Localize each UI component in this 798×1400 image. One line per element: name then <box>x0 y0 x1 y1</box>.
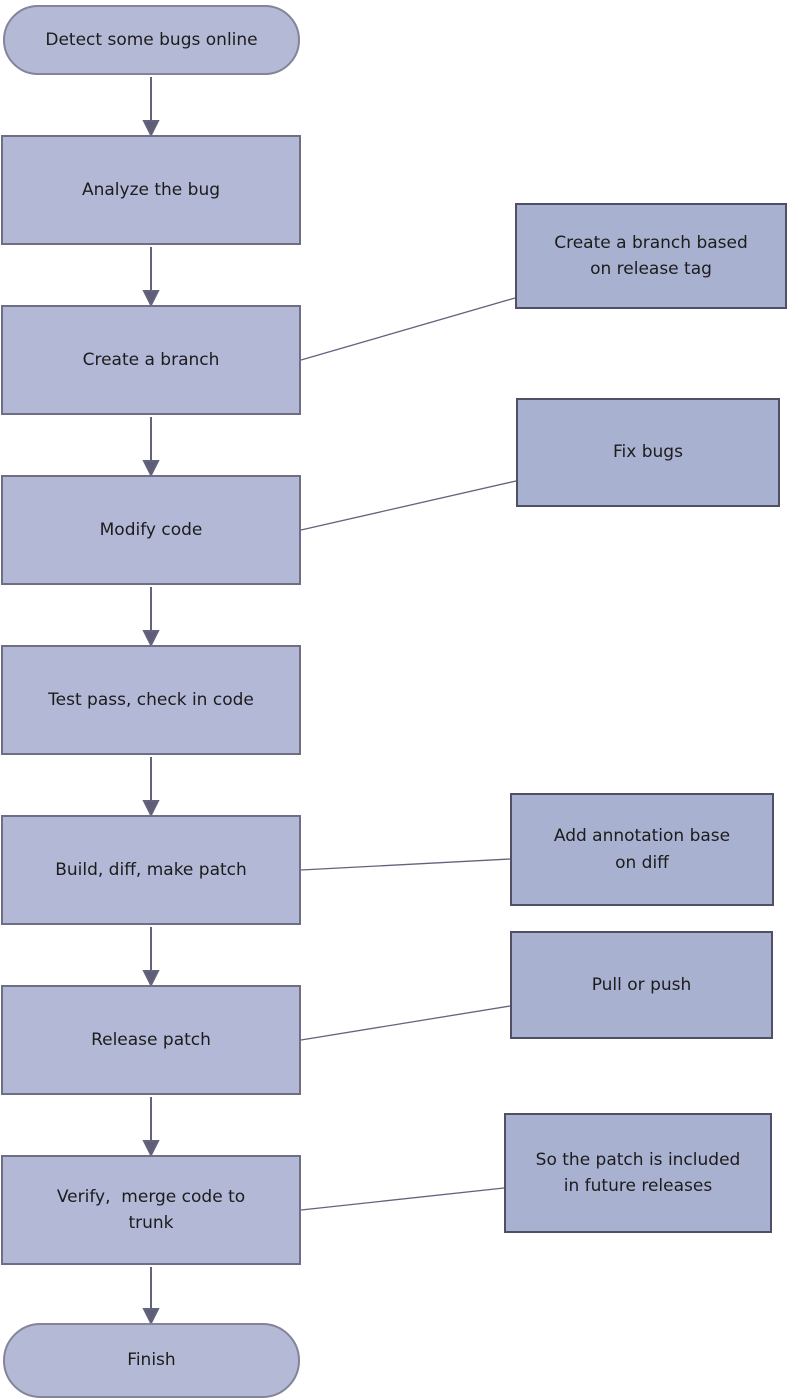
node-label: Detect some bugs online <box>45 29 258 50</box>
flow-arrow <box>142 757 160 818</box>
flow-arrow <box>142 927 160 988</box>
annotation-connector <box>300 297 516 361</box>
node-label: Release patch <box>91 1029 211 1050</box>
node-label: Analyze the bug <box>81 179 221 200</box>
node-start-terminator: Detect some bugs online <box>3 5 300 75</box>
annotation-pull-or-push: Pull or push <box>510 931 773 1039</box>
annotation-label: Pull or push <box>591 974 692 995</box>
flow-arrow <box>142 247 160 308</box>
node-verify-merge-code-to-trunk: Verify, merge code to trunk <box>1 1155 301 1265</box>
annotation-connector <box>300 480 517 531</box>
annotation-label: Create a branch based on release tag <box>554 232 748 279</box>
annotation-connector <box>300 858 511 871</box>
node-label: Modify code <box>99 519 203 540</box>
node-finish-terminator: Finish <box>3 1323 300 1398</box>
node-create-a-branch: Create a branch <box>1 305 301 415</box>
annotation-add-annotation-base-on-diff: Add annotation base on diff <box>510 793 774 906</box>
node-label: Build, diff, make patch <box>55 859 247 880</box>
annotation-create-branch-based-on-release-tag: Create a branch based on release tag <box>515 203 787 309</box>
flow-arrow <box>142 77 160 138</box>
node-label: Create a branch <box>82 349 220 370</box>
node-release-patch: Release patch <box>1 985 301 1095</box>
node-test-pass-check-in-code: Test pass, check in code <box>1 645 301 755</box>
annotation-fix-bugs: Fix bugs <box>516 398 780 507</box>
node-build-diff-make-patch: Build, diff, make patch <box>1 815 301 925</box>
node-modify-code: Modify code <box>1 475 301 585</box>
annotation-label: So the patch is included in future relea… <box>535 1149 741 1196</box>
flow-arrow <box>142 587 160 648</box>
annotation-label: Fix bugs <box>613 442 683 463</box>
flow-arrow <box>142 417 160 478</box>
annotation-connector <box>300 1005 511 1041</box>
flow-arrow <box>142 1097 160 1158</box>
annotation-connector <box>300 1187 505 1211</box>
node-label: Test pass, check in code <box>48 689 254 710</box>
annotation-label: Add annotation base on diff <box>553 826 731 873</box>
annotation-so-the-patch-is-included: So the patch is included in future relea… <box>504 1113 772 1233</box>
node-label: Verify, merge code to trunk <box>56 1186 246 1233</box>
flow-arrow <box>142 1267 160 1326</box>
node-analyze-the-bug: Analyze the bug <box>1 135 301 245</box>
node-label: Finish <box>127 1350 176 1371</box>
